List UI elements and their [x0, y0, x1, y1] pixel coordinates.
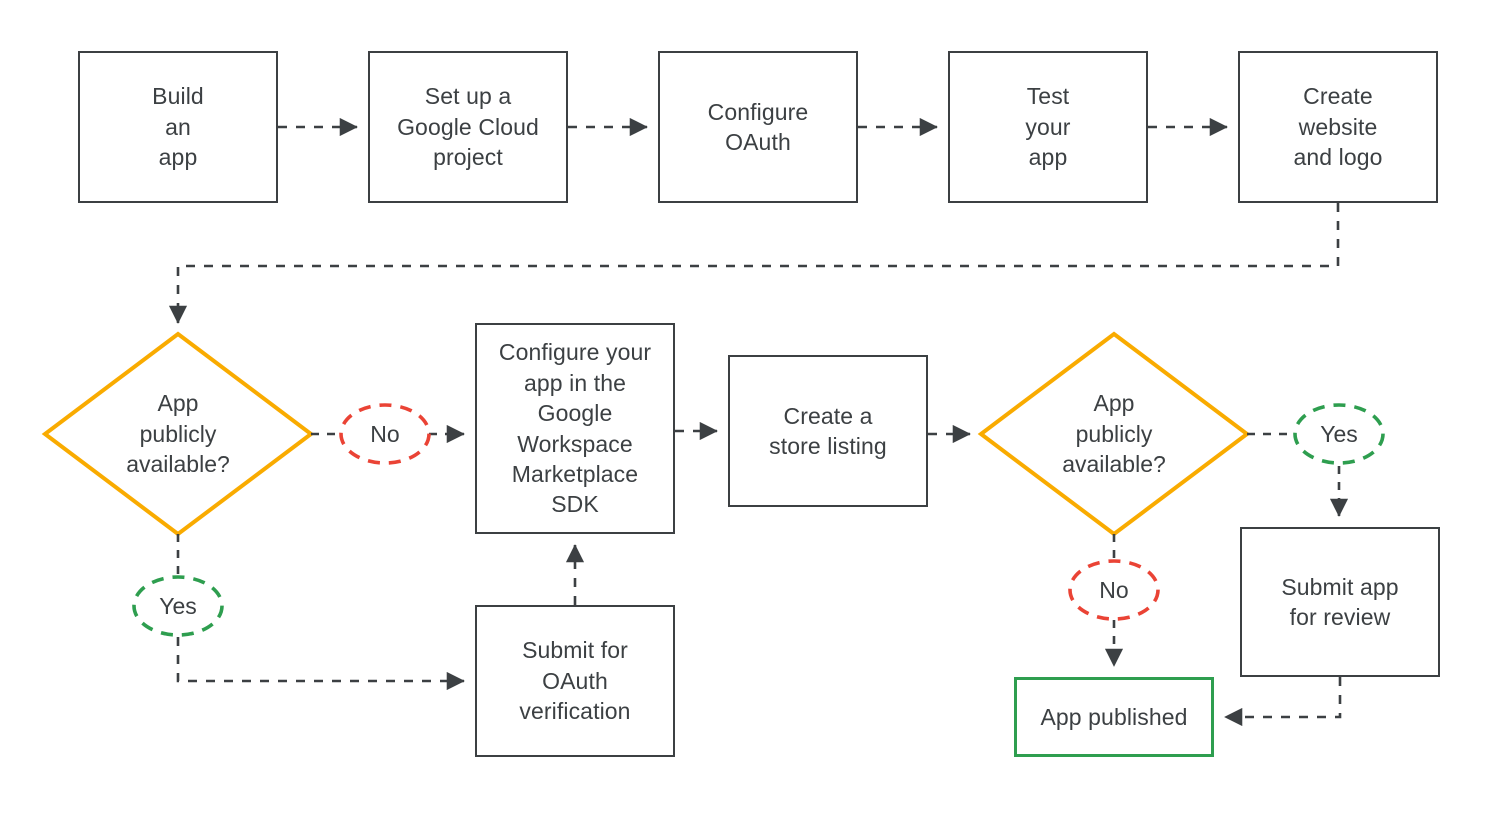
edge-label-text: Yes: [159, 592, 197, 619]
node-label: App published: [1040, 703, 1188, 730]
edge-label-ellipse-no-2: [1068, 559, 1160, 621]
edge-label-no-2: No: [1070, 561, 1158, 619]
node-build-an-app[interactable]: Build an app: [78, 51, 278, 203]
node-submit-for-oauth-verification[interactable]: Submit for OAuth verification: [475, 605, 675, 757]
connector-decision2-yes: [1247, 432, 1349, 517]
node-label: Build an app: [152, 83, 204, 171]
decision-diamond-public-1: [41, 331, 315, 537]
node-create-website-and-logo[interactable]: Create website and logo: [1238, 51, 1438, 203]
node-submit-app-for-review[interactable]: Submit app for review: [1240, 527, 1440, 677]
node-label: Configure your app in the Google Workspa…: [498, 339, 652, 518]
node-configure-app-marketplace-sdk[interactable]: Configure your app in the Google Workspa…: [475, 323, 675, 534]
edge-label-yes-1: Yes: [134, 577, 222, 635]
edge-label-text: Yes: [1320, 420, 1358, 447]
edge-label-ellipse-yes-1: [132, 575, 224, 637]
edge-label-no-1: No: [341, 405, 429, 463]
node-label: Test your app: [1025, 83, 1071, 171]
node-configure-oauth[interactable]: Configure OAuth: [658, 51, 858, 203]
node-label: Set up a Google Cloud project: [397, 83, 539, 171]
edge-label-yes-2: Yes: [1295, 405, 1383, 463]
node-label: Create website and logo: [1293, 83, 1383, 171]
connector-website-to-decision1: [168, 203, 1340, 324]
node-test-your-app[interactable]: Test your app: [948, 51, 1148, 203]
node-label: Create a store listing: [769, 402, 887, 459]
decision-diamond-public-2: [977, 331, 1251, 537]
node-create-store-listing[interactable]: Create a store listing: [728, 355, 928, 507]
connector-submitreview-to-published: [1224, 677, 1342, 727]
edge-label-text: No: [370, 420, 400, 447]
node-label: Configure OAuth: [707, 98, 809, 155]
node-label: Submit for OAuth verification: [519, 637, 631, 725]
node-set-up-google-cloud-project[interactable]: Set up a Google Cloud project: [368, 51, 568, 203]
edge-label-text: No: [1099, 576, 1129, 603]
connector-decision1-yes: [176, 534, 465, 691]
edge-label-ellipse-yes-2: [1293, 403, 1385, 465]
edge-label-ellipse-no-1: [339, 403, 431, 465]
node-label: Submit app for review: [1281, 573, 1399, 630]
node-app-published[interactable]: App published: [1014, 677, 1214, 757]
